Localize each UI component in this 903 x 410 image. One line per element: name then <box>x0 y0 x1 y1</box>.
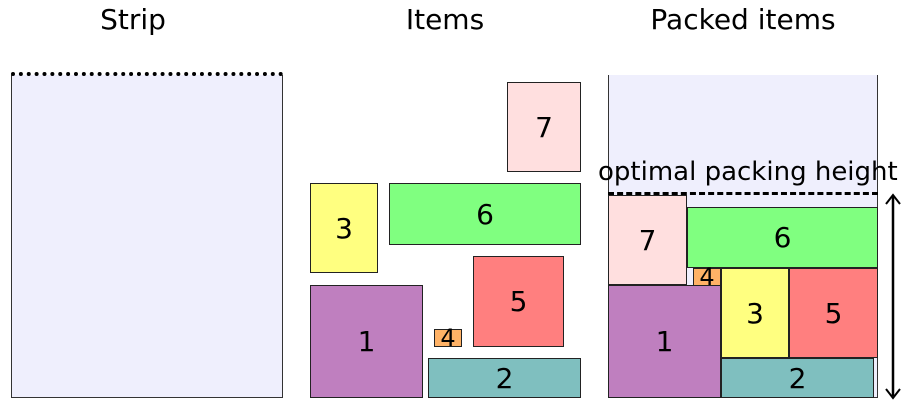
item-7: 7 <box>507 82 581 172</box>
items-title: Items <box>405 3 485 36</box>
packed-item-7: 7 <box>608 195 687 285</box>
item-6: 6 <box>389 183 581 245</box>
item-7-label: 7 <box>535 110 553 144</box>
item-2-label: 2 <box>495 361 514 395</box>
packed-item-3-label: 3 <box>746 296 764 330</box>
item-4: 4 <box>434 324 462 352</box>
height-arrow <box>885 193 901 400</box>
item-2: 2 <box>428 358 581 398</box>
item-3-label: 3 <box>335 211 353 245</box>
item-5-label: 5 <box>509 285 528 318</box>
packed-item-6-label: 6 <box>773 221 792 254</box>
packed-item-2-label: 2 <box>788 361 807 395</box>
packed-item-6: 6 <box>687 207 878 268</box>
item-5: 5 <box>473 256 564 347</box>
packed-item-4: 4 <box>693 263 721 291</box>
packed-item-1: 1 <box>608 285 721 398</box>
item-1-label: 1 <box>357 325 376 358</box>
item-1: 1 <box>310 285 423 398</box>
packed-item-7-label: 7 <box>638 223 657 257</box>
strip-panel <box>11 75 283 398</box>
item-4-label: 4 <box>440 324 456 352</box>
packed-items-title: Packed items <box>650 3 836 36</box>
packed-item-5-label: 5 <box>824 296 843 330</box>
item-6-label: 6 <box>476 197 494 231</box>
packed-item-1-label: 1 <box>655 325 674 358</box>
packed-item-5: 5 <box>789 268 878 358</box>
strip-open-top-dotted-line <box>11 72 283 76</box>
optimal-packing-height-dashed-line <box>608 192 878 195</box>
item-3: 3 <box>310 183 378 273</box>
strip-title: Strip <box>100 3 166 36</box>
packed-item-4-label: 4 <box>699 263 715 291</box>
packed-item-2: 2 <box>721 358 874 398</box>
packed-item-3: 3 <box>721 268 789 358</box>
optimal-packing-height-label: optimal packing height <box>598 157 898 187</box>
